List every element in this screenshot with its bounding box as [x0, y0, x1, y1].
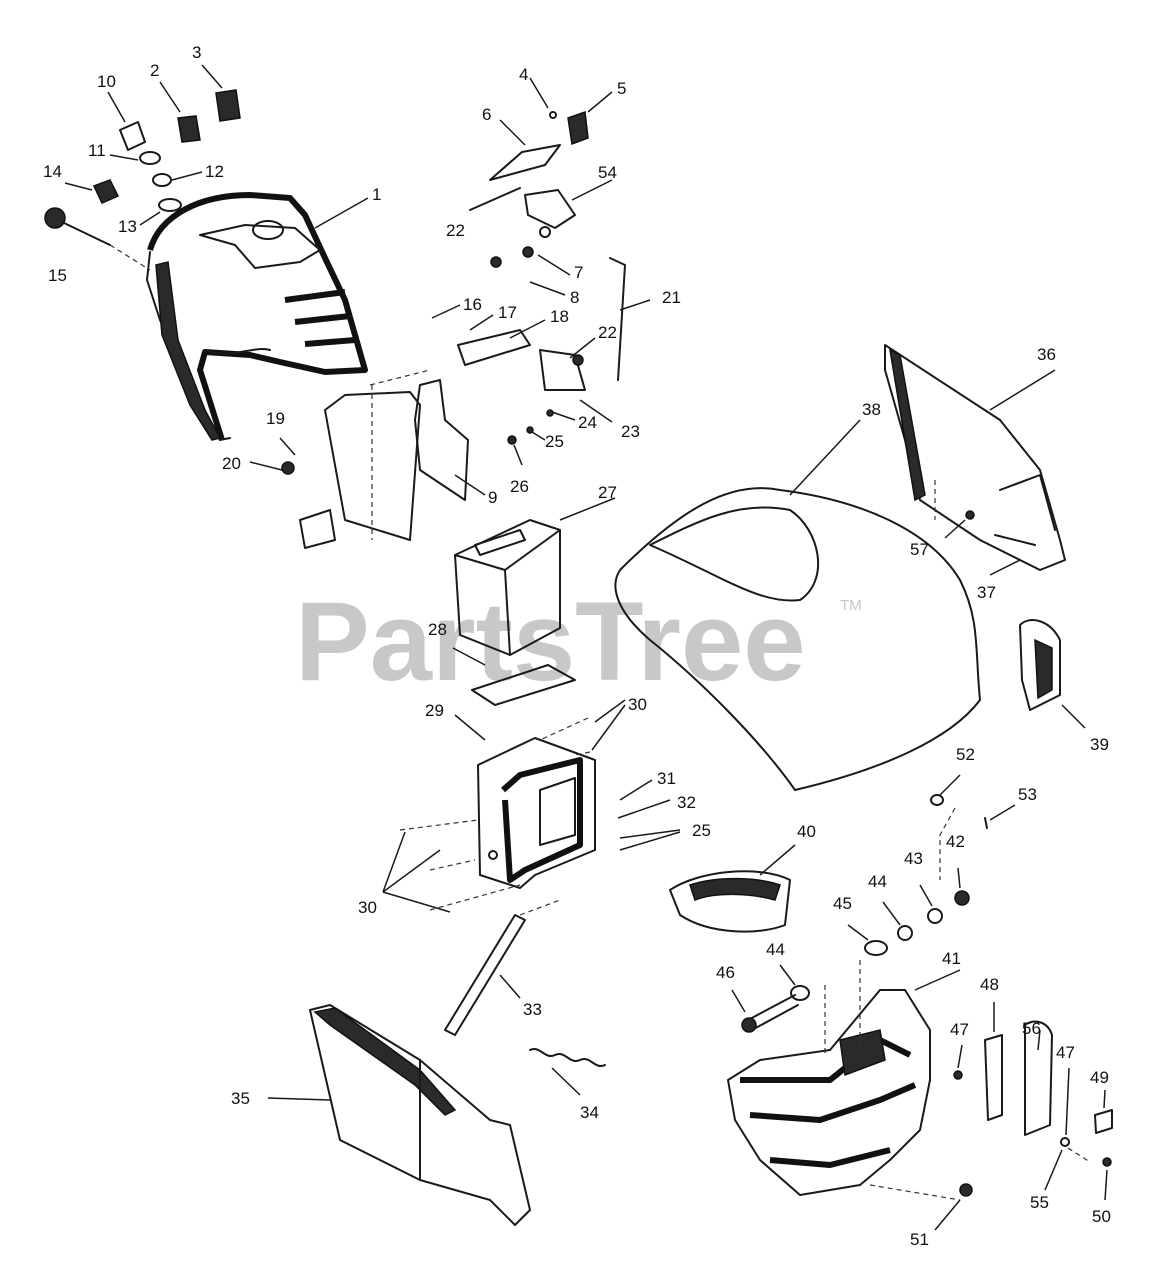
callout-22a: 22 [446, 221, 465, 240]
callout-22b: 22 [598, 323, 617, 342]
callout-56: 56 [1022, 1019, 1041, 1038]
callout-43: 43 [904, 849, 923, 868]
callout-53: 53 [1018, 785, 1037, 804]
callout-6: 6 [482, 105, 491, 124]
callout-47b: 47 [1056, 1043, 1075, 1062]
callout-49: 49 [1090, 1068, 1109, 1087]
callout-31: 31 [657, 769, 676, 788]
callout-44b: 44 [766, 940, 785, 959]
callout-7: 7 [574, 263, 583, 282]
part-battery-box [477, 737, 596, 889]
callout-16: 16 [463, 295, 482, 314]
part-headlight-lens [1019, 619, 1061, 711]
callout-1: 1 [372, 185, 381, 204]
leader-lines [64, 64, 1108, 1231]
assembly-lines [109, 244, 591, 916]
callout-10: 10 [97, 72, 116, 91]
part-hood [614, 487, 981, 791]
callout-24: 24 [578, 413, 597, 432]
callout-30a: 30 [628, 695, 647, 714]
callout-25b: 25 [692, 821, 711, 840]
callout-11: 11 [88, 141, 106, 160]
callout-40: 40 [797, 822, 816, 841]
callout-25a: 25 [545, 432, 564, 451]
callout-29: 29 [425, 701, 444, 720]
part-dash-console [146, 192, 368, 441]
callout-57: 57 [910, 540, 929, 559]
callout-44a: 44 [868, 872, 887, 891]
watermark-text: PartsTree [295, 579, 806, 704]
callout-17: 17 [498, 303, 517, 322]
callout-37: 37 [977, 583, 996, 602]
callout-12: 12 [205, 162, 224, 181]
callout-2: 2 [150, 61, 159, 80]
callout-19: 19 [266, 409, 285, 428]
callout-28: 28 [428, 620, 447, 639]
part-headlight [669, 870, 791, 933]
callout-27: 27 [598, 483, 617, 502]
part-side-panel-left [309, 1004, 531, 1226]
callout-39: 39 [1090, 735, 1109, 754]
callout-18: 18 [550, 307, 569, 326]
callout-48: 48 [980, 975, 999, 994]
watermark-trademark: TM [840, 597, 862, 614]
callout-54: 54 [598, 163, 617, 182]
part-side-panel-right [884, 344, 1066, 571]
callout-8: 8 [570, 288, 579, 307]
callout-14: 14 [43, 162, 62, 181]
callout-41: 41 [942, 949, 961, 968]
callout-20: 20 [222, 454, 241, 473]
callout-42: 42 [946, 832, 965, 851]
watermark: PartsTree TM [295, 579, 862, 704]
part-switches [44, 89, 241, 246]
callout-13: 13 [118, 217, 137, 236]
callout-33: 33 [523, 1000, 542, 1019]
part-frame-bracket [281, 257, 626, 549]
callout-23: 23 [621, 422, 640, 441]
callout-30b: 30 [358, 898, 377, 917]
part-seat-switch [469, 110, 589, 268]
part-hardware [741, 480, 1113, 1201]
part-battery [454, 519, 576, 706]
callout-38: 38 [862, 400, 881, 419]
callout-4: 4 [519, 65, 528, 84]
callout-9: 9 [488, 488, 497, 507]
callout-5: 5 [617, 79, 626, 98]
callout-55: 55 [1030, 1193, 1049, 1212]
callout-50: 50 [1092, 1207, 1111, 1226]
callout-21: 21 [662, 288, 681, 307]
callout-34: 34 [580, 1103, 599, 1122]
callout-32: 32 [677, 793, 696, 812]
callout-26: 26 [510, 477, 529, 496]
callout-15: 15 [48, 266, 67, 285]
part-front-grille [727, 960, 931, 1196]
callout-51: 51 [910, 1230, 929, 1249]
callout-45: 45 [833, 894, 852, 913]
callout-52: 52 [956, 745, 975, 764]
callout-36: 36 [1037, 345, 1056, 364]
part-strap-spring [444, 914, 606, 1068]
callout-3: 3 [192, 43, 201, 62]
callout-47a: 47 [950, 1020, 969, 1039]
callout-35: 35 [231, 1089, 250, 1108]
callout-46: 46 [716, 963, 735, 982]
callout-labels: 1 2 3 4 5 6 7 8 9 10 11 12 13 14 15 16 1… [43, 43, 1111, 1249]
